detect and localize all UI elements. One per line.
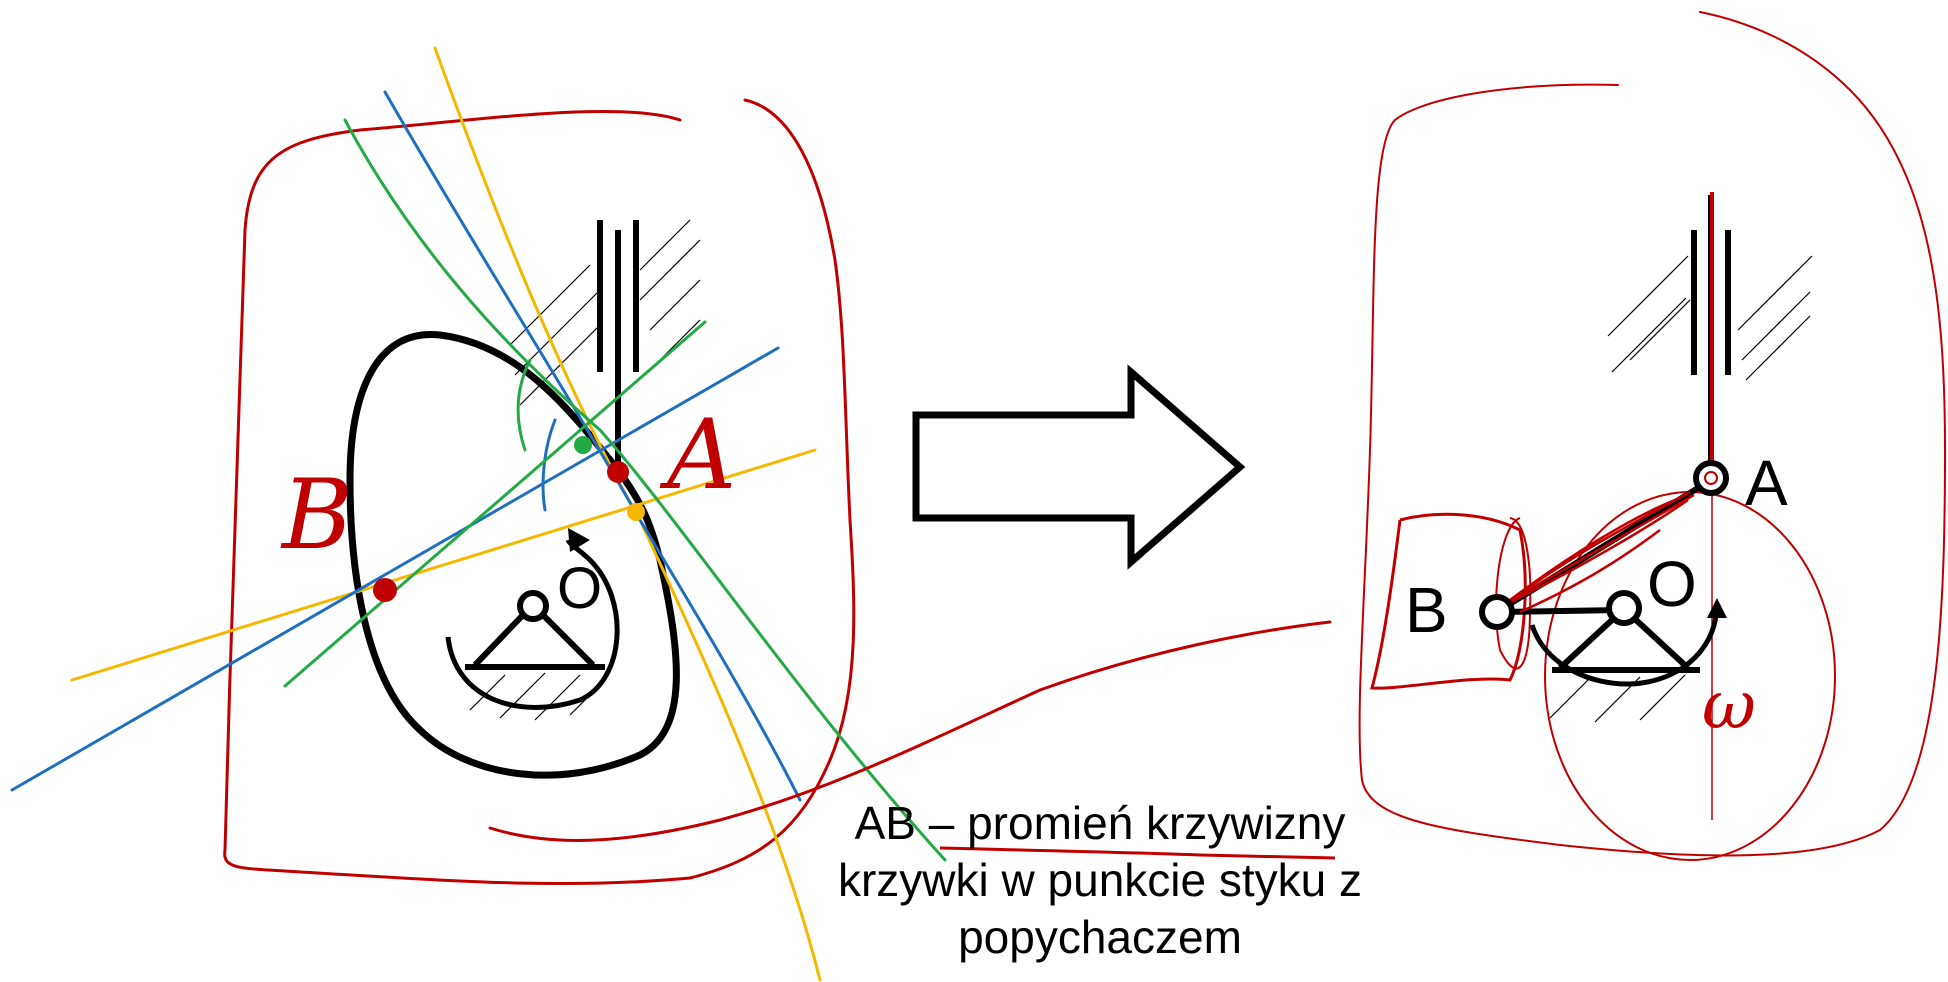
joint-B-right (1479, 594, 1515, 630)
rotation-arrowhead-left (568, 528, 590, 552)
right-red-box-B (1370, 512, 1527, 690)
joint-A-red-dot (1704, 471, 1718, 485)
label-B-left: B (280, 459, 353, 571)
pivot-O-right (1606, 590, 1642, 626)
construction-lines-green (283, 118, 947, 862)
label-omega: ω (1702, 667, 1756, 744)
point-A-marker-left (607, 461, 629, 483)
rotation-arrowhead-right (1707, 598, 1727, 618)
red-connector-swoosh (488, 620, 1332, 842)
yellow-intersection-marker (627, 503, 645, 521)
caption-line-2: krzywki w punkcie styku z (837, 854, 1362, 906)
caption-red-underline (939, 846, 1336, 860)
point-B-marker-left (373, 578, 397, 602)
cam-profile (346, 331, 680, 779)
pivot-support-left (472, 613, 525, 668)
label-B-right: B (1405, 574, 1448, 646)
label-O-left: O (557, 556, 602, 621)
green-intersection-marker (574, 436, 592, 454)
joint-A-right (1693, 460, 1729, 496)
rotation-arrow-right (1529, 614, 1719, 687)
label-A-right: A (1745, 447, 1788, 519)
rotation-arrow-left (445, 538, 620, 710)
pivot-support-right (541, 613, 596, 668)
right-red-enclosure-inner (1495, 517, 1532, 670)
caption-text: AB – promień krzywizny krzywki w punkcie… (740, 795, 1460, 966)
construction-lines-yellow (70, 46, 822, 982)
right-red-scribbles (1499, 490, 1695, 614)
label-O-right: O (1647, 548, 1697, 620)
left-red-enclosure (223, 98, 856, 886)
pivot-O-left (517, 590, 549, 622)
right-guide-hatching (1607, 255, 1813, 381)
transform-arrow (912, 364, 1246, 570)
left-cam-mechanism: B A O (10, 46, 947, 982)
right-equivalent-mechanism: A B O ω (488, 11, 1947, 861)
caption-line-3: popychaczem (958, 911, 1242, 963)
right-pivot-support-right (1633, 617, 1691, 671)
label-A-left: A (659, 399, 736, 511)
crank-BO (1499, 607, 1623, 615)
pivot-base-hatching (469, 672, 606, 721)
caption-line-1: AB – promień krzywizny (854, 797, 1346, 849)
right-pivot-support-left (1557, 617, 1615, 671)
right-red-enclosure-outer (1358, 11, 1947, 857)
